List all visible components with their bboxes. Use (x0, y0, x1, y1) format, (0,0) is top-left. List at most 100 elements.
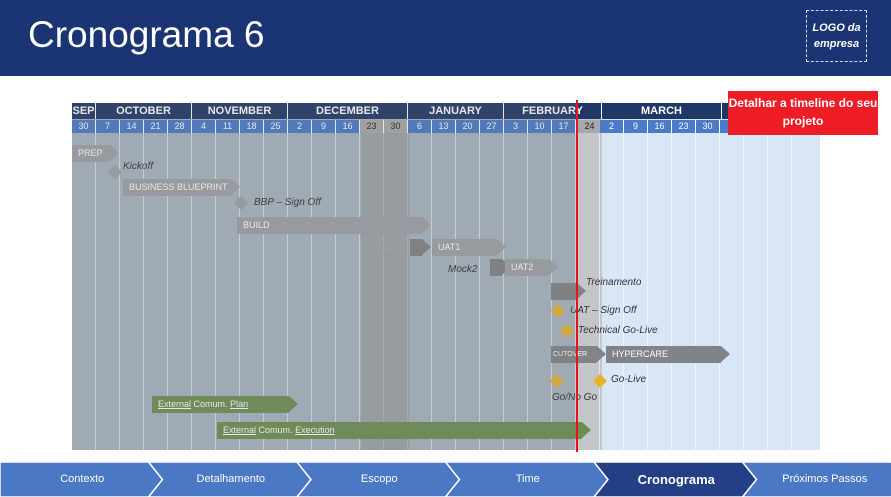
bottom-navigation: Contexto Detalhamento Escopo Time Cronograma… (0, 462, 891, 497)
milestone-label-golive: Go-Live (611, 374, 647, 385)
grid-line (119, 133, 120, 450)
grid-line (527, 133, 528, 450)
task-bar-business-blueprint: BUSINESS BLUEPRINT (123, 179, 240, 196)
week-cell: 23 (672, 120, 696, 133)
label-treinamento: Treinamento (586, 277, 642, 288)
nav-chevron-shape (444, 462, 609, 497)
task-bar-external-comm-plan: External Comum. Plan (152, 396, 298, 413)
grid-line (599, 133, 600, 450)
holiday-column (361, 133, 409, 450)
week-cell: 30 (72, 120, 96, 133)
week-cell: 16 (648, 120, 672, 133)
week-cell: 24 (578, 120, 602, 133)
grid-line (695, 133, 696, 450)
callout-box: Detalhar a timeline do seu projeto (728, 91, 878, 135)
grid-line (647, 133, 648, 450)
grid-line (767, 133, 768, 450)
nav-step-1[interactable]: Contexto (60, 473, 105, 485)
today-marker-line (576, 100, 578, 452)
week-cell: 30 (384, 120, 408, 133)
task-bar-cutover: CUTOVER (551, 346, 606, 363)
grid-line (311, 133, 312, 450)
grid-line (95, 133, 96, 450)
bar-text-part: Execution (295, 425, 335, 435)
grid-line (431, 133, 432, 450)
grid-line (503, 133, 504, 450)
grid-line (287, 133, 288, 450)
week-cell: 16 (336, 120, 360, 133)
grid-line (359, 133, 360, 450)
current-week-background (577, 103, 602, 450)
week-cell: 25 (264, 120, 288, 133)
grid-line (263, 133, 264, 450)
task-bar-treinamento (551, 283, 586, 300)
task-bar-build: BUILD (237, 217, 431, 234)
week-cell: 18 (240, 120, 264, 133)
grid-line (167, 133, 168, 450)
month-january: JANUARY (408, 103, 504, 119)
month-october: OCTOBER (96, 103, 192, 119)
week-cell: 14 (120, 120, 144, 133)
month-november: NOVEMBER (192, 103, 288, 119)
milestone-label-gonogo: Go/No Go (552, 392, 598, 403)
week-cell: 2 (288, 120, 312, 133)
milestone-label-technical-golive: Technical Go-Live (578, 325, 658, 336)
week-cell: 3 (504, 120, 528, 133)
task-bar-hypercare: HYPERCARE (606, 346, 730, 363)
nav-step-3[interactable]: Escopo (360, 473, 398, 485)
nav-chevron-shape (296, 462, 461, 497)
past-period-background (72, 103, 577, 450)
header-bar: Cronograma 6 LOGO da empresa (0, 0, 891, 76)
milestone-label-kickoff: Kickoff (123, 161, 154, 172)
gantt-chart: SEP OCTOBER NOVEMBER DECEMBER JANUARY FE… (72, 103, 820, 450)
month-december: DECEMBER (288, 103, 408, 119)
nav-step-5[interactable]: Cronograma (637, 472, 715, 487)
week-cell: 9 (624, 120, 648, 133)
grid-line (215, 133, 216, 450)
grid-line (239, 133, 240, 450)
week-cell: 9 (312, 120, 336, 133)
week-cell: 4 (192, 120, 216, 133)
task-bar-mock1 (410, 239, 431, 256)
bar-text-part: Comum. (258, 425, 293, 435)
week-cell: 6 (408, 120, 432, 133)
week-cell: 21 (144, 120, 168, 133)
company-logo-placeholder: LOGO da empresa (806, 10, 867, 62)
month-sep: SEP (72, 103, 96, 119)
week-cell: 28 (168, 120, 192, 133)
nav-step-6[interactable]: Próximos Passos (782, 473, 868, 485)
task-bar-mock2 (490, 259, 511, 276)
week-cell: 11 (216, 120, 240, 133)
page-title: Cronograma 6 (28, 14, 265, 55)
month-march: MARCH (602, 103, 722, 119)
milestone-label-bbp-signoff: BBP – Sign Off (254, 197, 321, 208)
task-bar-uat2: UAT2 (505, 259, 558, 276)
week-cell: 7 (96, 120, 120, 133)
week-cell: 30 (696, 120, 720, 133)
grid-line (143, 133, 144, 450)
task-bar-prep: PREP (72, 145, 119, 162)
week-cell: 13 (432, 120, 456, 133)
grid-line (671, 133, 672, 450)
label-mock2: Mock2 (448, 264, 478, 275)
week-cell: 17 (552, 120, 576, 133)
week-cell: 20 (456, 120, 480, 133)
nav-chevron-shape (147, 462, 312, 497)
grid-line (743, 133, 744, 450)
bar-text-part: Plan (230, 399, 249, 409)
grid-line (335, 133, 336, 450)
future-period-background (602, 103, 820, 450)
grid-line (719, 133, 720, 450)
nav-chevron-shape (593, 462, 758, 497)
bar-text-part: External (158, 399, 192, 409)
grid-line (623, 133, 624, 450)
nav-chevron-shape (741, 462, 891, 497)
nav-step-4[interactable]: Time (515, 473, 540, 485)
milestone-label-uat-signoff: UAT – Sign Off (570, 305, 637, 316)
bar-text-part: Comum. (193, 399, 228, 409)
nav-chevrons (0, 462, 891, 497)
grid-line (791, 133, 792, 450)
bar-text-part: External (223, 425, 257, 435)
label-mock1: Mock1 (374, 243, 404, 254)
nav-step-2[interactable]: Detalhamento (196, 473, 266, 485)
